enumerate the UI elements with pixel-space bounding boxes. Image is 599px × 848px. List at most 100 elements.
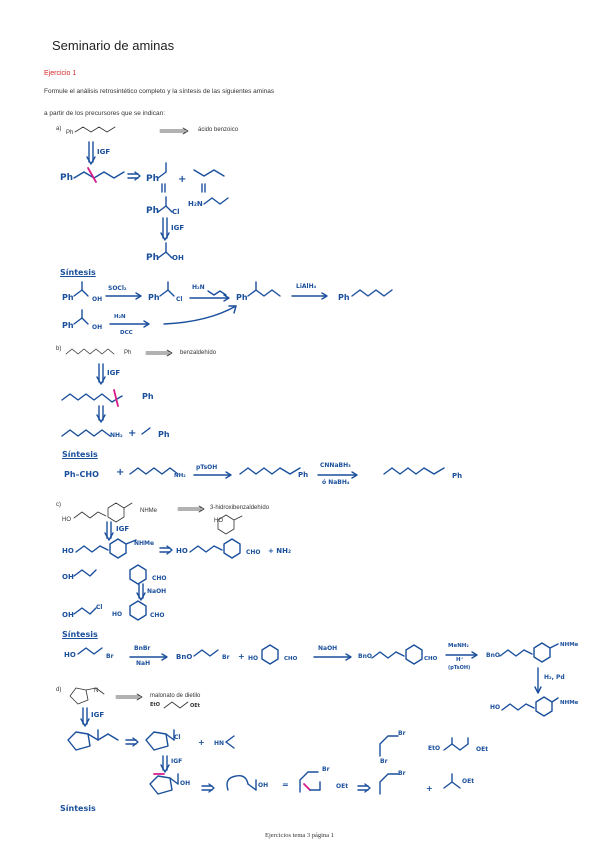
retro-arrow-d1 <box>80 707 90 727</box>
benzoic-acid-syn-a <box>73 281 89 297</box>
hw-br-d4: Br <box>380 758 388 765</box>
sintesis-heading-c: Síntesis <box>62 630 98 639</box>
intro-line-1: Formule el análisis retrosintético compl… <box>44 88 275 95</box>
problem-d-precursor: malonato de dietilo <box>150 693 201 699</box>
amine-product-c <box>501 696 559 717</box>
retro-arrow-b2 <box>96 405 106 423</box>
problem-c-ho: HO <box>62 517 71 523</box>
syn-arrow-a4 <box>109 305 237 328</box>
hw-ho-c5: HO <box>248 655 259 662</box>
hw-cl-a2: Cl <box>176 296 183 303</box>
hw-plus-b2: + <box>116 467 125 478</box>
benzyl-bromide-chain-c <box>193 649 219 657</box>
aldehyde-b <box>141 427 151 435</box>
hw-br-c1: Br <box>106 653 114 660</box>
amine-b-fragment <box>61 429 111 437</box>
syn-arrow-a2 <box>189 290 230 302</box>
hw-ph-a2: Ph <box>146 174 160 184</box>
sintesis-heading-b: Síntesis <box>62 450 98 459</box>
imine-c-retro <box>75 538 137 559</box>
hw-plus-nh2-c: + NH₂ <box>268 547 292 555</box>
retro-arrow-c1 <box>104 521 114 541</box>
reagent-lialh4: LiAlH₄ <box>296 283 317 290</box>
hw-ph-b4: Ph <box>452 472 463 480</box>
amine-product-a <box>351 289 393 297</box>
hw-cho-c1: CHO <box>246 549 261 556</box>
retro-arrow-d2 <box>125 737 139 747</box>
precursor-d-structure <box>163 701 189 709</box>
problem-c-arrow <box>177 505 205 513</box>
syn-arrow-c2 <box>313 653 352 661</box>
dimethylamine-d <box>225 735 235 749</box>
hw-bno-c2: BnO <box>358 653 372 660</box>
reagent-dcc: DCC <box>120 330 133 336</box>
malonate-anion-d <box>443 773 461 789</box>
hw-oh-d2: OH <box>258 782 269 789</box>
precursor-d-oet: OEt <box>190 703 201 709</box>
acyl-chloride-syn-a <box>159 281 175 297</box>
hw-ph-a7: Ph <box>236 293 248 302</box>
reagent-ptsoh-c: (pTsOH) <box>448 665 471 671</box>
acyl-chloride-a <box>157 196 173 213</box>
hw-oh-a3: OH <box>92 324 103 331</box>
problem-d-label: d) <box>56 687 62 693</box>
syn-arrow-c4 <box>534 667 542 694</box>
hw-oh-d1: OH <box>180 780 191 787</box>
reagent-naoh-c2: NaOH <box>318 645 338 652</box>
benzoic-acid-syn-a2 <box>73 309 89 325</box>
hw-bno-c3: BnO <box>486 652 500 659</box>
problem-a-target-structure <box>74 126 116 133</box>
intro-line-2: a partir de los precursores que se indic… <box>44 110 166 117</box>
dibromide-fragment-d <box>379 773 399 795</box>
hw-cl-d1: Cl <box>174 734 181 741</box>
hw-ph-a8: Ph <box>338 293 350 302</box>
hw-nh2-b2: NH₂ <box>174 473 186 479</box>
retro-arrow-c3 <box>136 583 146 601</box>
hw-br-d2: Br <box>398 770 406 777</box>
reagent-h2pd: H₂, Pd <box>544 674 565 681</box>
retro-arrow-b1 <box>96 363 106 385</box>
hw-plus-c: + <box>238 652 245 661</box>
hw-oh-c1: OH <box>62 573 74 581</box>
problem-b-ph: Ph <box>124 350 132 356</box>
hw-plus-d1: + <box>198 738 205 747</box>
syn-arrow-a1 <box>105 292 142 300</box>
igf-label-a2: IGF <box>171 224 185 232</box>
problem-b-label: b) <box>56 346 62 352</box>
ether-c <box>371 644 423 665</box>
fragment-c-alcohol <box>73 569 97 577</box>
retro-arrow-a3 <box>160 217 170 241</box>
igf-label-d1: IGF <box>91 711 105 719</box>
problem-a-arrow <box>159 127 189 135</box>
retro-arrow-d5 <box>357 783 371 793</box>
retro-arrow-a2 <box>127 171 141 181</box>
hw-ph-cho-b: Ph–CHO <box>64 470 99 479</box>
hw-br-c2: Br <box>222 654 230 661</box>
igf-label-a1: IGF <box>97 148 111 156</box>
amine-a-structure <box>73 167 125 183</box>
hw-oh-c2: OH <box>62 611 74 619</box>
hw-oh-a2: OH <box>92 296 103 303</box>
sintesis-heading-d: Síntesis <box>60 804 96 812</box>
hw-ph-a4: Ph <box>146 253 160 263</box>
hw-plus-a: + <box>178 174 187 185</box>
problem-c-label: c) <box>56 502 61 508</box>
reagent-nabh3cn: CNNaBH₃ <box>320 462 351 469</box>
fragment-c-chloride <box>73 607 97 615</box>
amine-product-b <box>383 467 445 475</box>
hw-cl-a1: Cl <box>172 208 180 216</box>
hw-nhme-c1: NHMe <box>134 540 155 547</box>
hw-ph-a1: Ph <box>60 173 74 183</box>
precursor-c-ho: HO <box>214 518 223 524</box>
retro-arrow-a1 <box>86 141 96 165</box>
hw-ho-c3: HO <box>112 611 123 618</box>
hw-ho-c6: HO <box>490 704 501 711</box>
syn-arrow-b2 <box>317 471 358 479</box>
page-title: Seminario de aminas <box>52 38 175 53</box>
hw-ph-b2: Ph <box>158 430 170 439</box>
syn-arrow-c1 <box>129 653 168 661</box>
aldehyde-a <box>157 162 167 179</box>
hw-h2n-a1: H₂N <box>188 200 203 208</box>
hw-nhme-c2: NHMe <box>560 642 579 648</box>
exercise-heading: Ejercicio 1 <box>44 70 77 77</box>
